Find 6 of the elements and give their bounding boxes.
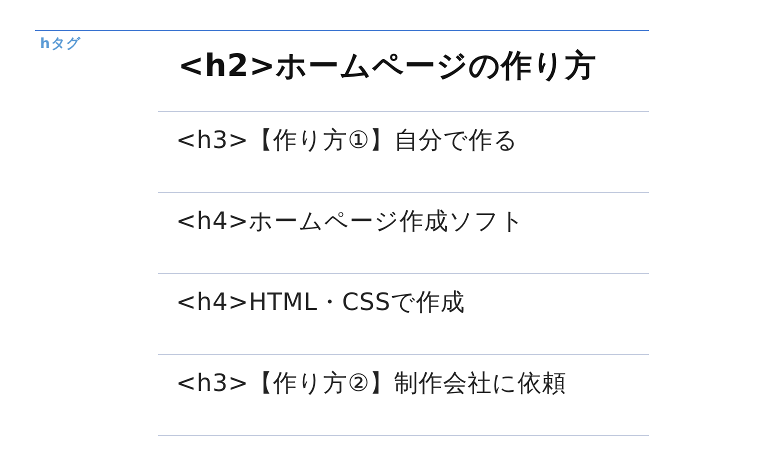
tag-label: hタグ [40,36,81,53]
heading-text: <h2>ホームページの作り方 [178,48,597,86]
subheading-text: <h4>ホームページ作成ソフト [176,207,526,236]
subheading-text: <h3>【作り方②】制作会社に依頼 [176,369,567,398]
subheading-text: <h4>HTML・CSSで作成 [176,288,466,317]
subheading-text: <h3>【作り方①】自分で作る [176,126,519,155]
